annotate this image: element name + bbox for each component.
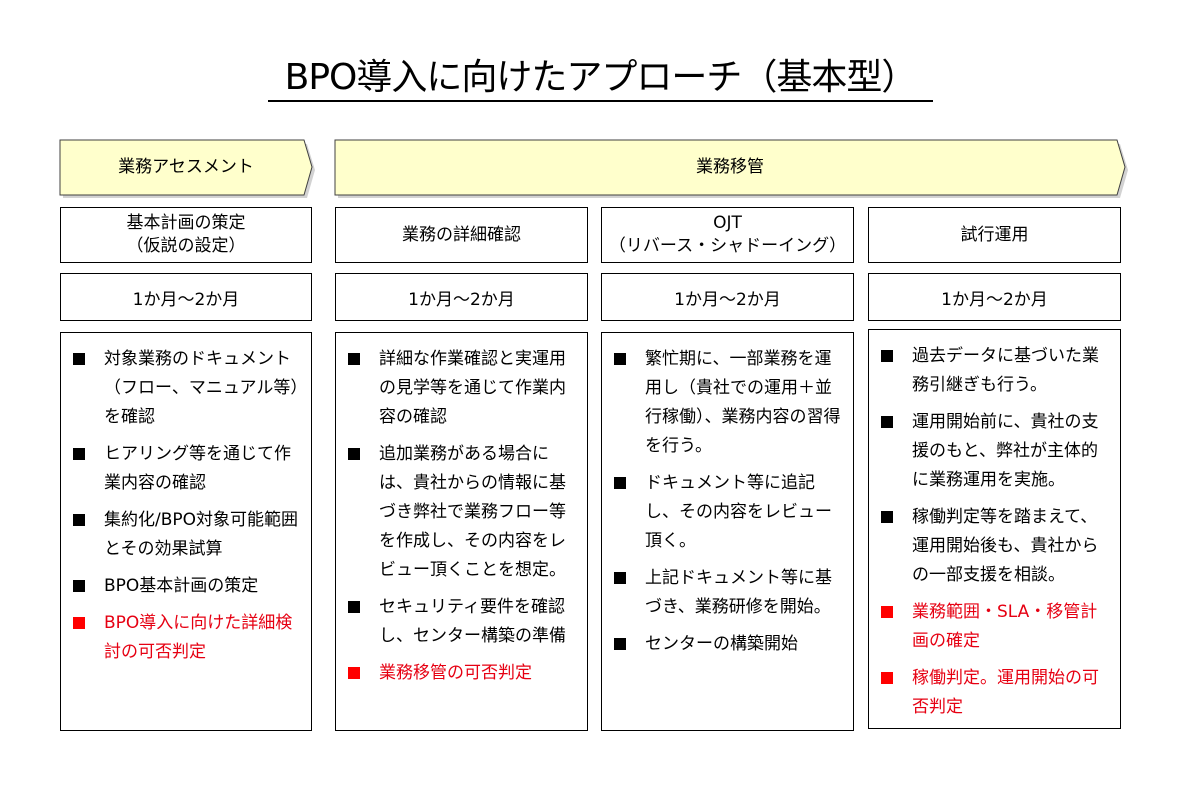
step-duration: 1か月～2か月	[60, 273, 312, 321]
square-bullet-icon	[348, 448, 360, 460]
list-item: 集約化/BPO対象可能範囲とその効果試算	[73, 506, 301, 564]
step-detail-list: 過去データに基づいた業務引継ぎも行う。 運用開始前に、貴社の支援のもと、弊社が主…	[868, 329, 1121, 729]
square-bullet-icon	[881, 416, 893, 428]
duration-text: 1か月～2か月	[408, 289, 515, 310]
square-bullet-icon	[73, 617, 85, 629]
duration-text: 1か月～2か月	[941, 289, 1048, 310]
chevron-arrow-shape	[59, 139, 315, 198]
square-bullet-icon	[614, 477, 626, 489]
step-subtitle: （リバース・シャドーイング）	[608, 236, 847, 256]
square-bullet-icon	[881, 350, 893, 362]
phase-label: 業務アセスメント	[118, 157, 254, 177]
square-bullet-icon	[73, 448, 85, 460]
square-bullet-icon	[614, 572, 626, 584]
duration-text: 1か月～2か月	[674, 289, 781, 310]
square-bullet-icon	[881, 606, 893, 618]
phase-label: 業務移管	[696, 157, 764, 177]
list-item: 対象業務のドキュメント（フロー、マニュアル等）を確認	[73, 345, 301, 432]
step-header-ojt: OJT （リバース・シャドーイング）	[601, 207, 854, 263]
duration-text: 1か月～2か月	[132, 289, 240, 310]
step-duration: 1か月～2か月	[868, 273, 1121, 321]
square-bullet-icon	[73, 353, 85, 365]
step-header-basic-plan: 基本計画の策定 （仮説の設定）	[60, 207, 312, 263]
list-item: 上記ドキュメント等に基づき、業務研修を開始。	[614, 564, 843, 622]
step-title: 基本計画の策定	[126, 213, 246, 233]
step-detail-list: 対象業務のドキュメント（フロー、マニュアル等）を確認 ヒアリング等を通じて作業内…	[60, 332, 312, 731]
square-bullet-icon	[73, 580, 85, 592]
list-item: ヒアリング等を通じて作業内容の確認	[73, 440, 301, 498]
step-title: 業務の詳細確認	[402, 224, 521, 245]
list-item: 繁忙期に、一部業務を運用し（貴社での運用＋並行稼働）、業務内容の習得を行う。	[614, 345, 843, 461]
list-item: セキュリティ要件を確認し、センター構築の準備	[348, 593, 577, 651]
phase-arrow-assessment: 業務アセスメント	[59, 139, 315, 198]
square-bullet-icon	[614, 353, 626, 365]
square-bullet-icon	[73, 514, 85, 526]
chevron-arrow-shape	[334, 139, 1128, 198]
square-bullet-icon	[614, 638, 626, 650]
page-title: BPO導入に向けたアプローチ（基本型）	[268, 56, 933, 102]
list-item-decision: BPO導入に向けた詳細検討の可否判定	[73, 609, 301, 667]
list-item: センターの構築開始	[614, 630, 843, 659]
step-title: OJT	[713, 213, 742, 233]
list-item-decision: 稼働判定。運用開始の可否判定	[881, 664, 1110, 722]
square-bullet-icon	[881, 672, 893, 684]
square-bullet-icon	[881, 511, 893, 523]
step-header-trial-operation: 試行運用	[868, 207, 1121, 263]
list-item: 追加業務がある場合には、貴社からの情報に基づき弊社で業務フロー等を作成し、その内…	[348, 440, 577, 585]
list-item: 詳細な作業確認と実運用の見学等を通じて作業内容の確認	[348, 345, 577, 432]
step-detail-list: 詳細な作業確認と実運用の見学等を通じて作業内容の確認 追加業務がある場合には、貴…	[335, 332, 588, 731]
square-bullet-icon	[348, 601, 360, 613]
step-duration: 1か月～2か月	[335, 273, 588, 321]
step-title: 試行運用	[960, 224, 1029, 245]
list-item-decision: 業務移管の可否判定	[348, 659, 577, 688]
list-item: 過去データに基づいた業務引継ぎも行う。	[881, 342, 1110, 400]
square-bullet-icon	[348, 353, 360, 365]
list-item: ドキュメント等に追記し、その内容をレビュー頂く。	[614, 469, 843, 556]
step-detail-list: 繁忙期に、一部業務を運用し（貴社での運用＋並行稼働）、業務内容の習得を行う。 ド…	[601, 332, 854, 731]
list-item: 運用開始前に、貴社の支援のもと、弊社が主体的に業務運用を実施。	[881, 408, 1110, 495]
list-item: BPO基本計画の策定	[73, 572, 301, 601]
list-item: 稼働判定等を踏まえて、運用開始後も、貴社からの一部支援を相談。	[881, 503, 1110, 590]
list-item-decision: 業務範囲・SLA・移管計画の確定	[881, 598, 1110, 656]
step-duration: 1か月～2か月	[601, 273, 854, 321]
step-header-detail-check: 業務の詳細確認	[335, 207, 588, 263]
square-bullet-icon	[348, 667, 360, 679]
phase-arrow-transfer: 業務移管	[334, 139, 1128, 198]
step-subtitle: （仮説の設定）	[126, 236, 246, 256]
